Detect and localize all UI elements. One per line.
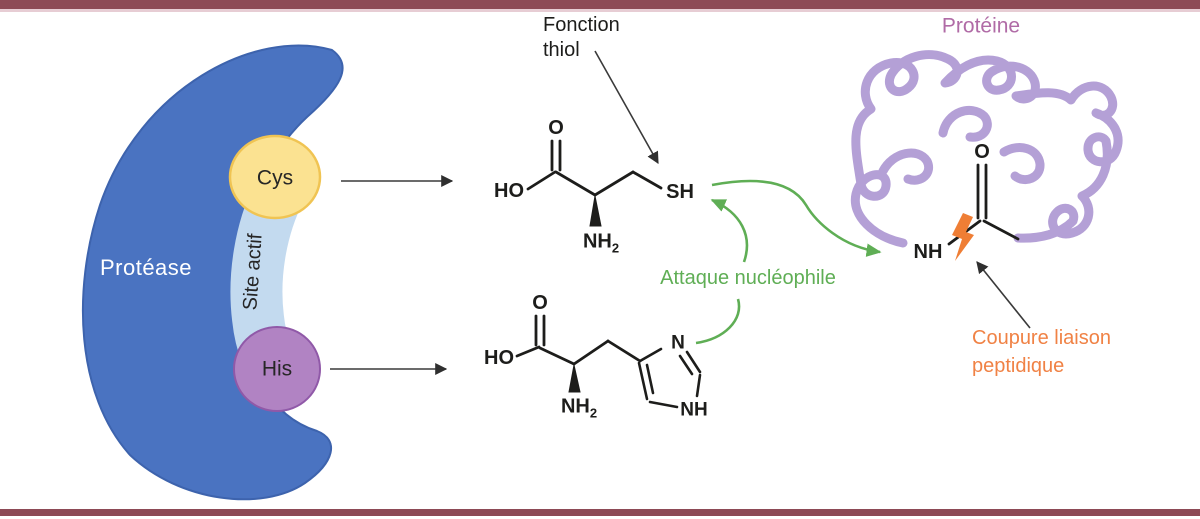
cleavage-annotation-line1: Coupure liaison xyxy=(972,327,1111,349)
his-c2-c3-bond xyxy=(572,339,610,366)
peptide-nh-label: NH xyxy=(913,241,943,263)
his-amine-sub: 2 xyxy=(589,405,598,421)
ring-n-ch-double-a xyxy=(685,350,702,374)
cys-amine-nh: NH xyxy=(582,230,612,253)
thiol-pointer-line xyxy=(594,50,659,165)
his-c1-c2-bond xyxy=(538,346,576,366)
cys-ho-label: HO xyxy=(494,180,524,202)
his-c3-ring-bond xyxy=(606,339,642,363)
protease-label: Protéase xyxy=(99,255,193,280)
nucleophile-line-to-ring-n xyxy=(695,298,741,345)
his-amine-nh: NH xyxy=(560,395,590,418)
cys-circle xyxy=(228,134,322,220)
imidazole-ring xyxy=(637,347,702,409)
ring-ch-nh-bond xyxy=(695,373,702,398)
cys-ho-bond xyxy=(526,170,557,191)
active-site-label: Site actif xyxy=(239,232,267,312)
nucleophile-arrow-to-peptide xyxy=(711,179,882,257)
cys-sh-label: SH xyxy=(666,181,694,203)
cys-residue-label: Cys xyxy=(256,166,294,190)
ring-n-ch-double-b xyxy=(678,354,694,376)
cys-amine-label: NH2 xyxy=(583,232,619,255)
cysteine-bonds xyxy=(526,139,663,227)
imidazole-n-label: N xyxy=(671,332,685,354)
imidazole-nh-label: NH xyxy=(680,399,708,421)
frame-bottom-bar xyxy=(0,509,1200,516)
thiol-annotation: Fonction thiol xyxy=(543,13,620,63)
cys-c2-c3-bond xyxy=(593,170,635,197)
his-ho-bond xyxy=(515,345,541,358)
protein-coil-texture-1 xyxy=(878,148,933,185)
peptide-c-chain-bond xyxy=(982,219,1020,241)
protein-coil-texture-2 xyxy=(938,105,992,142)
frame-top-accent-line xyxy=(0,9,1200,12)
cys-c3-sh-bond xyxy=(631,170,663,190)
frame-top-bar xyxy=(0,0,1200,9)
nucleophilic-attack-label: Attaque nucléophile xyxy=(660,267,836,289)
nucleophile-arrows xyxy=(695,179,882,345)
his-amine-wedge-bond xyxy=(568,364,581,393)
his-amine-label: NH2 xyxy=(561,397,597,420)
nucleophile-arrow-to-sh xyxy=(710,198,749,263)
cleavage-bolt-icon xyxy=(952,213,974,261)
cleavage-annotation-line2: peptidique xyxy=(972,355,1065,377)
protein-label: Protéine xyxy=(941,14,1021,38)
protein-coil xyxy=(850,50,1123,248)
protein-coil-texture-3 xyxy=(999,143,1045,184)
thiol-annotation-line2: thiol xyxy=(543,39,580,61)
cleavage-annotation: Coupure liaison peptidique xyxy=(972,324,1111,380)
histidine-bonds xyxy=(515,314,702,409)
his-circle xyxy=(233,326,321,412)
his-o-label: O xyxy=(532,292,548,314)
ring-c4-n-bond xyxy=(638,347,663,363)
peptide-o-label: O xyxy=(974,141,990,163)
cys-amine-wedge-bond xyxy=(589,195,602,227)
thiol-annotation-line1: Fonction xyxy=(543,14,620,36)
his-ho-label: HO xyxy=(484,347,514,369)
ring-c4-c5-double-a xyxy=(637,361,649,401)
cleavage-pointer-line xyxy=(976,261,1031,329)
residue-arrows xyxy=(330,50,1031,375)
cys-amine-sub: 2 xyxy=(611,240,620,256)
cys-c1-c2-bond xyxy=(554,170,597,197)
protein-coil-main xyxy=(850,50,1123,248)
his-residue-label: His xyxy=(261,357,293,381)
ring-c4-c5-double-b xyxy=(645,363,655,395)
cys-o-label: O xyxy=(548,117,564,139)
ring-c5-nh-bond xyxy=(648,400,679,409)
